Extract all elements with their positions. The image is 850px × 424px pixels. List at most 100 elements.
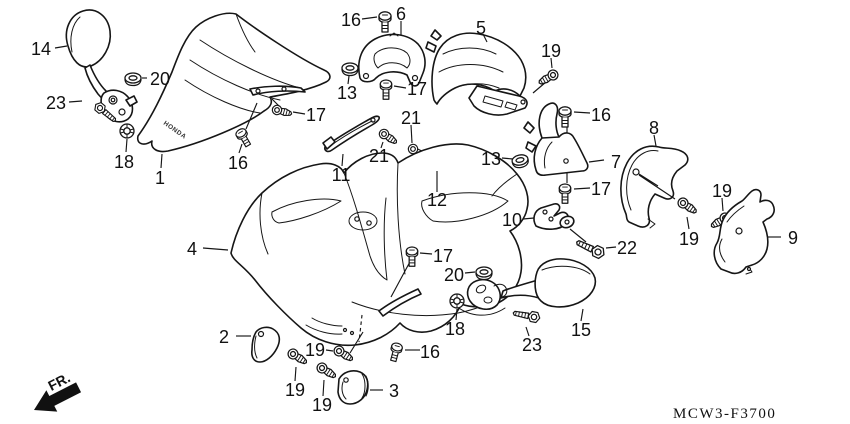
callout-label-19: 19	[712, 181, 732, 201]
callout-label-16: 16	[591, 105, 611, 125]
callout-label-9: 9	[788, 228, 798, 248]
bolt-17-center	[379, 79, 393, 100]
part-4-front-cowl-drawing	[230, 143, 529, 354]
callout-label-20: 20	[444, 265, 464, 285]
callout-leader-15	[580, 308, 584, 322]
callout-label-17: 17	[433, 246, 453, 266]
part-2-lower-trim-drawing	[251, 326, 281, 363]
callout-leader-19	[294, 366, 297, 382]
callout-leader-19	[550, 57, 553, 69]
callout-leader-4	[202, 247, 229, 251]
part-3-lower-cover-drawing	[337, 370, 369, 405]
callout-label-16: 16	[228, 153, 248, 173]
callout-leader-5	[482, 33, 488, 43]
callout-label-16: 16	[420, 342, 440, 362]
callout-label-20: 20	[150, 69, 170, 89]
callout-label-23: 23	[522, 335, 542, 355]
callout-leader-22	[605, 246, 617, 249]
callout-label-17: 17	[306, 105, 326, 125]
part-10-bracket-drawing	[533, 203, 587, 243]
callout-label-23: 23	[46, 93, 66, 113]
callout-leader-13	[501, 157, 514, 160]
callout-label-17: 17	[407, 79, 427, 99]
grommet-13-center	[341, 62, 359, 77]
callout-leader-23	[68, 100, 83, 103]
grommet-20-right	[475, 266, 493, 281]
part-14-left-mirror-drawing	[65, 9, 138, 123]
callout-leader-17	[292, 111, 306, 115]
callout-label-17: 17	[591, 179, 611, 199]
callout-leader-19	[325, 349, 334, 352]
nut-18-right	[449, 293, 465, 309]
callout-label-1: 1	[155, 168, 165, 188]
callout-label-11: 11	[332, 165, 351, 185]
callout-leader-13	[347, 75, 350, 85]
callout-label-8: 8	[649, 118, 659, 138]
callout-label-4: 4	[187, 239, 197, 259]
callout-label-15: 15	[571, 320, 591, 340]
callout-label-18: 18	[114, 152, 134, 172]
callout-label-12: 12	[427, 190, 447, 210]
bolt-16-windscreen	[233, 126, 254, 149]
callout-leader-17	[573, 187, 591, 190]
part-1-windscreen-drawing: HONDA	[136, 12, 331, 153]
part-7-stay-bracket-drawing	[523, 102, 589, 183]
part-15-right-mirror-drawing	[466, 258, 597, 310]
callout-label-22: 22	[617, 238, 637, 258]
bolt-22	[573, 236, 607, 261]
part-9-side-cover-drawing	[713, 188, 775, 275]
callout-label-19: 19	[679, 229, 699, 249]
callout-leader-17	[393, 85, 407, 89]
callout-leader-1	[160, 153, 163, 169]
bolt-21-left	[376, 126, 400, 148]
callout-label-19: 19	[541, 41, 561, 61]
callout-leader-21	[410, 124, 413, 144]
callout-leader-14	[54, 45, 68, 49]
callout-leader-18	[125, 138, 128, 153]
callout-label-18: 18	[445, 319, 465, 339]
grommet-20-left	[124, 72, 142, 87]
part-6-bracket-drawing	[358, 32, 426, 87]
bolt-17-stay	[558, 183, 572, 204]
bolt-16-lower	[387, 341, 404, 363]
callout-leader-16	[573, 111, 591, 114]
bolt-16-stay	[558, 106, 572, 128]
diagram-code: MCW3-F3700	[673, 406, 776, 422]
callout-leader-20	[464, 271, 476, 274]
callout-leader-16	[238, 143, 243, 154]
callout-label-3: 3	[389, 381, 399, 401]
fr-direction-arrow: FR.	[34, 369, 82, 412]
callout-leader-19	[721, 197, 724, 212]
callout-label-13: 13	[481, 149, 501, 169]
callout-label-6: 6	[396, 4, 406, 24]
callout-label-13: 13	[337, 83, 357, 103]
callout-label-10: 10	[502, 210, 522, 230]
callout-label-19: 19	[305, 340, 325, 360]
callout-leader-7	[588, 159, 605, 163]
callout-label-19: 19	[312, 395, 332, 415]
callout-label-19: 19	[285, 380, 305, 400]
bolt-16-top	[378, 11, 392, 33]
bolt-23-right	[511, 307, 542, 324]
callout-leader-17	[419, 252, 433, 255]
callout-label-21: 21	[369, 146, 389, 166]
bolt-19-cover-left	[675, 195, 700, 217]
callout-label-5: 5	[476, 18, 486, 38]
part-8-side-cover-drawing	[620, 145, 689, 229]
bolt-19-lower-a	[331, 343, 356, 365]
callout-label-2: 2	[219, 327, 229, 347]
callout-leader-16	[361, 16, 378, 20]
bolt-17-windscreen	[270, 103, 294, 120]
callout-leader-8	[653, 134, 657, 147]
grommet-13-stay	[510, 152, 531, 170]
callout-leader-19	[322, 379, 325, 397]
callout-label-14: 14	[31, 39, 51, 59]
part-5-meter-visor-drawing	[425, 29, 547, 116]
callout-label-7: 7	[611, 152, 621, 172]
bolt-19-lower-c	[314, 360, 339, 382]
callout-leader-18	[455, 308, 458, 321]
callout-leader-23	[525, 326, 530, 337]
callout-leader-19	[686, 216, 690, 230]
